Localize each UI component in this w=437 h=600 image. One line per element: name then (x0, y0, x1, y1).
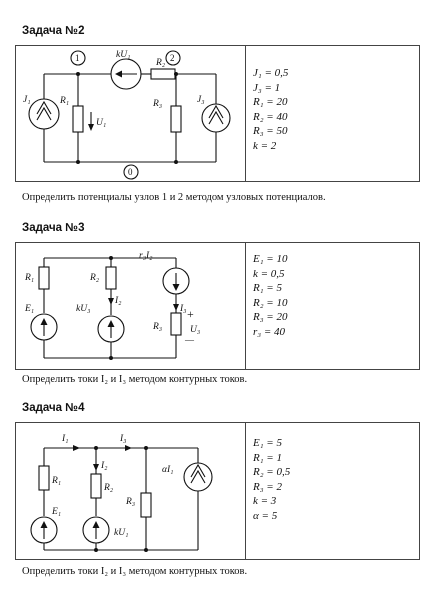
task2-node1-label: 1 (75, 53, 80, 63)
task3-box: R₁ E₁ R₂ kU₃ I₂ r₃I₂ I₃ R₃ U₃ + — E₁ = 1… (15, 242, 420, 370)
task4-param: R₂ = 0,5 (253, 466, 291, 479)
task3-kU3-label: kU₃ (76, 304, 90, 314)
task4-kU1-label: kU₁ (114, 528, 128, 538)
task2-R1-label: R₁ (59, 96, 69, 106)
task3-R3-label: R₃ (152, 322, 162, 332)
task2-param: k = 2 (253, 139, 277, 152)
task3-statement: Определить токи I₂ и I₃ методом контурны… (22, 374, 248, 385)
task2-box: 1 2 0 kU₁ R₂ R₁ U₁ R₃ J₁ J₃ J₁ = 0,5 J₃ … (15, 45, 420, 182)
task4-divider (245, 423, 246, 559)
task4-I1-label: I₁ (61, 434, 68, 444)
task3-R2-label: R₂ (89, 273, 100, 283)
task2-R3-label: R₃ (152, 99, 162, 109)
task3-E1-label: E₁ (24, 304, 34, 314)
task2-kU1-label: kU₁ (116, 50, 130, 60)
task3-R1-label: R₁ (24, 273, 34, 283)
task2-param: R₁ = 20 (253, 96, 288, 109)
task4-param: E₁ = 5 (253, 437, 282, 449)
task3-circuit: R₁ E₁ R₂ kU₃ I₂ r₃I₂ I₃ R₃ U₃ + — (24, 251, 200, 360)
task2-J3-label: J₃ (197, 95, 205, 105)
task4-R1-label: R₁ (51, 476, 61, 486)
task4-I3-label: I₃ (119, 434, 126, 444)
task3-title: Задача №3 (22, 222, 85, 234)
task4-I2-label: I₂ (100, 461, 108, 471)
task4-R3-label: R₃ (125, 497, 135, 507)
task2-node0-label: 0 (128, 167, 133, 177)
task4-param: k = 3 (253, 495, 277, 508)
task3-divider (245, 243, 246, 369)
task2-J1-label: J₁ (23, 95, 31, 105)
task4-aI1-label: αI₁ (162, 465, 173, 475)
task4-circuit: I₁ I₃ I₂ R₁ R₂ R₃ E₁ kU₁ αI₁ (30, 434, 213, 552)
task3-param: E₁ = 10 (253, 253, 288, 265)
task3-U3-label: U₃ (190, 325, 200, 335)
task2-param: R₃ = 50 (253, 125, 288, 138)
task2-divider (245, 46, 246, 181)
task3-minus-sign: — (184, 335, 195, 345)
task3-param: R₁ = 5 (253, 282, 282, 295)
task2-params: J₁ = 0,5 J₃ = 1 R₁ = 20 R₂ = 40 R₃ = 50 … (253, 66, 288, 154)
task4-title: Задача №4 (22, 402, 85, 414)
task2-title: Задача №2 (22, 25, 85, 37)
task4-statement: Определить токи I₂ и I₃ методом контурны… (22, 566, 248, 577)
task3-param: r₃ = 40 (253, 325, 286, 338)
task3-params: E₁ = 10 k = 0,5 R₁ = 5 R₂ = 10 R₃ = 20 r… (253, 252, 287, 340)
task2-circuit: 1 2 0 kU₁ R₂ R₁ U₁ R₃ J₁ J₃ (23, 50, 231, 180)
task3-param: R₃ = 20 (253, 311, 288, 324)
task4-R2-label: R₂ (103, 483, 114, 493)
task3-plus-sign: + (187, 307, 194, 321)
task3-param: R₂ = 10 (253, 296, 288, 309)
task2-R2-label: R₂ (155, 58, 166, 68)
task2-param: J₃ = 1 (253, 81, 281, 94)
task4-E1-label: E₁ (51, 507, 61, 517)
task4-box: I₁ I₃ I₂ R₁ R₂ R₃ E₁ kU₁ αI₁ E₁ = 5 R₁ =… (15, 422, 420, 560)
task4-param: α = 5 (253, 509, 278, 522)
task4-param: R₁ = 1 (253, 451, 282, 464)
task2-param: R₂ = 40 (253, 110, 288, 123)
task3-r3I2-label: r₃I₂ (139, 251, 153, 261)
task2-node2-label: 2 (170, 53, 175, 63)
task3-I3-label: I₃ (179, 304, 186, 314)
task2-statement: Определить потенциалы узлов 1 и 2 методо… (22, 192, 326, 203)
task2-param: J₁ = 0,5 (253, 67, 289, 79)
task3-param: k = 0,5 (253, 267, 285, 280)
task4-param: R₃ = 2 (253, 480, 282, 493)
task4-params: E₁ = 5 R₁ = 1 R₂ = 0,5 R₃ = 2 k = 3 α = … (253, 436, 290, 524)
task3-I2-label: I₂ (114, 296, 122, 306)
task2-U1-label: U₁ (96, 118, 106, 128)
